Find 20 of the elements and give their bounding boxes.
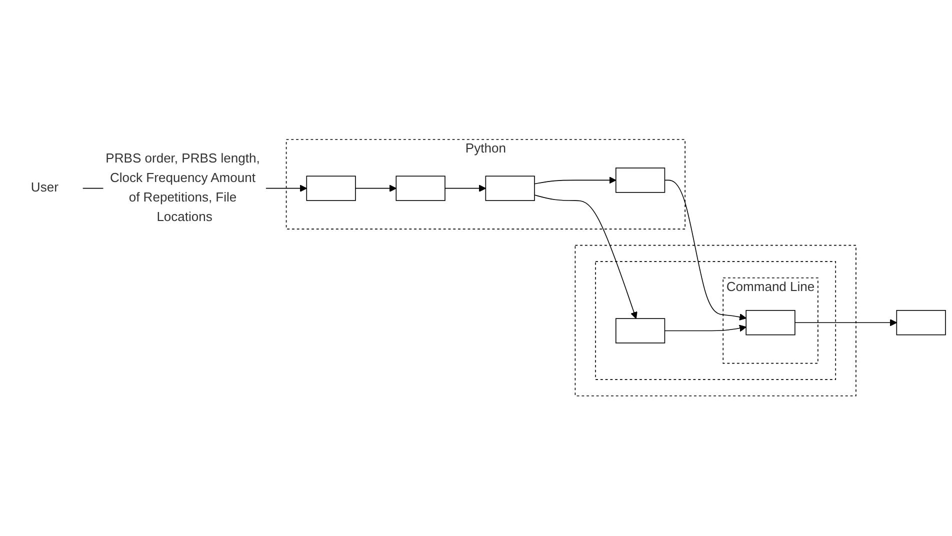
edge-label: PRBS order, PRBS length, Clock Frequency Amount of Repetitions, File Locations [106,152,260,224]
arrow [355,185,396,192]
node-box [615,318,666,344]
arrow [664,180,746,321]
node-box [896,310,946,336]
node-text: User [30,181,58,196]
node-box [615,168,666,194]
arrow [664,325,746,332]
cluster: Python [286,139,686,230]
arrow [534,176,616,185]
cluster: Command Line [722,278,818,364]
arrow [444,185,486,192]
node-box [485,176,535,202]
node-box [746,310,796,336]
node-box [396,176,446,202]
arrow [794,319,897,327]
cluster [574,245,856,397]
arrow [534,194,638,320]
node-box [306,176,356,202]
cluster [595,261,836,380]
